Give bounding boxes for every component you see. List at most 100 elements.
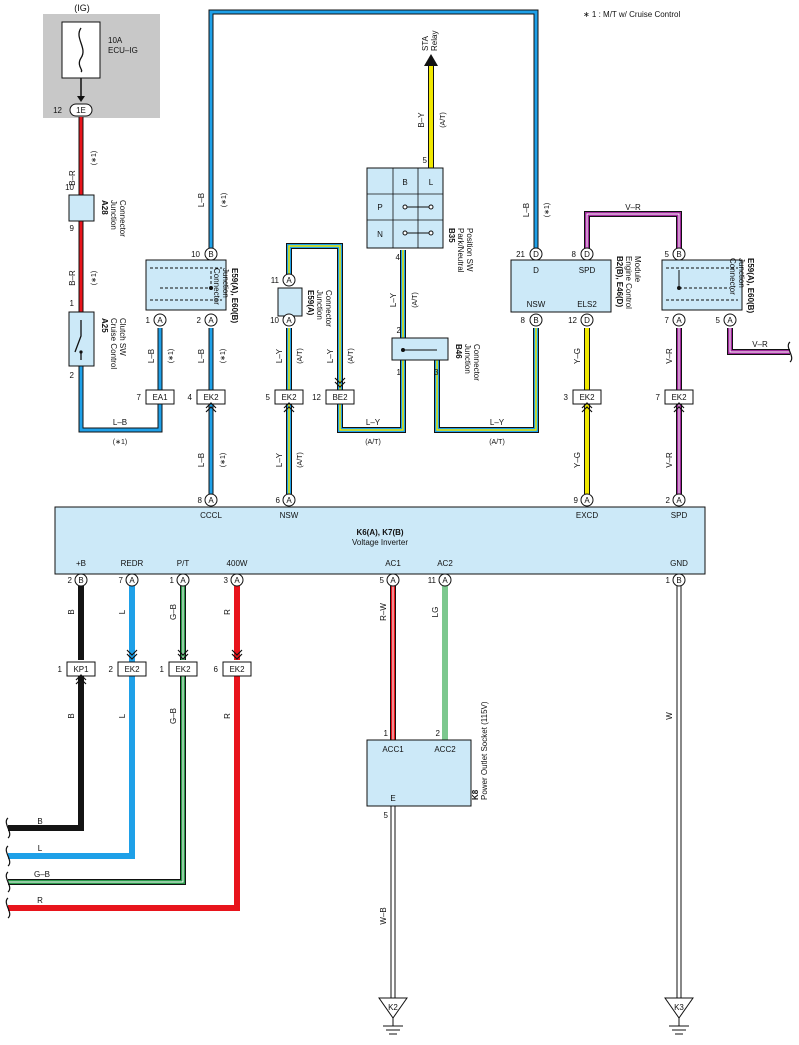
svg-text:L–Y: L–Y — [275, 348, 284, 363]
svg-text:A: A — [676, 316, 682, 325]
svg-text:6: 6 — [276, 496, 281, 505]
svg-text:B: B — [78, 576, 83, 585]
svg-text:Engine Control: Engine Control — [624, 256, 633, 309]
ig-label: (IG) — [74, 3, 90, 13]
svg-text:G–B: G–B — [169, 708, 178, 724]
svg-text:5: 5 — [266, 393, 271, 402]
svg-text:B: B — [533, 316, 538, 325]
svg-text:L–B: L–B — [197, 349, 206, 363]
svg-text:Park/Neutral: Park/Neutral — [456, 228, 465, 273]
svg-text:(A/T): (A/T) — [440, 112, 447, 128]
svg-text:P: P — [377, 203, 382, 212]
svg-text:2: 2 — [70, 371, 75, 380]
sta-relay-label: STA — [421, 35, 430, 51]
svg-text:10: 10 — [191, 250, 200, 259]
svg-text:A: A — [208, 316, 214, 325]
svg-text:A: A — [286, 276, 292, 285]
svg-text:2: 2 — [68, 576, 73, 585]
svg-text:A: A — [584, 496, 590, 505]
svg-text:A: A — [676, 496, 682, 505]
svg-text:V–R: V–R — [665, 452, 674, 468]
svg-text:3: 3 — [434, 368, 439, 377]
svg-text:9: 9 — [70, 224, 75, 233]
svg-text:L–B: L–B — [113, 418, 127, 427]
svg-text:2: 2 — [436, 729, 441, 738]
svg-text:2: 2 — [197, 316, 202, 325]
svg-text:EXCD: EXCD — [576, 511, 598, 520]
inline-connectors: EA1 7 EK2 4 EK2 5 BE2 12 EK2 3 EK2 7 — [137, 389, 694, 405]
svg-text:4: 4 — [188, 393, 193, 402]
wire-labels: B–R (∗1) B–R (∗1) L–B (∗1) L–B (∗1) L–B … — [67, 112, 674, 925]
svg-text:B–R: B–R — [68, 270, 77, 286]
svg-text:ELS2: ELS2 — [577, 300, 597, 309]
svg-text:D: D — [533, 250, 539, 259]
svg-text:D: D — [584, 316, 590, 325]
svg-text:L–Y: L–Y — [275, 452, 284, 467]
svg-text:GND: GND — [670, 559, 688, 568]
svg-text:B35: B35 — [447, 228, 456, 243]
svg-text:B: B — [676, 576, 681, 585]
svg-text:NSW: NSW — [527, 300, 546, 309]
svg-text:(A/T): (A/T) — [297, 348, 304, 364]
svg-text:11: 11 — [428, 576, 437, 585]
svg-text:(∗1): (∗1) — [168, 349, 175, 363]
svg-text:1: 1 — [70, 299, 75, 308]
svg-text:2: 2 — [109, 665, 114, 674]
svg-text:E59(A): E59(A) — [306, 290, 315, 316]
svg-text:B: B — [67, 713, 76, 718]
svg-text:B46: B46 — [454, 344, 463, 359]
svg-text:5: 5 — [665, 250, 670, 259]
svg-text:8: 8 — [572, 250, 577, 259]
svg-text:E59(A), E60(B): E59(A), E60(B) — [746, 258, 755, 313]
svg-text:(∗1): (∗1) — [221, 193, 228, 207]
svg-text:9: 9 — [574, 496, 579, 505]
svg-text:12: 12 — [312, 393, 321, 402]
svg-text:Connector: Connector — [472, 344, 481, 381]
svg-text:EK2: EK2 — [229, 665, 245, 674]
svg-text:Module: Module — [633, 256, 642, 283]
svg-text:B–R: B–R — [68, 170, 77, 186]
ig-connector-1e — [69, 103, 93, 117]
svg-text:1E: 1E — [76, 106, 86, 115]
svg-text:8: 8 — [198, 496, 203, 505]
svg-text:(∗1): (∗1) — [91, 271, 98, 285]
svg-text:A: A — [234, 576, 240, 585]
svg-text:EK2: EK2 — [281, 393, 297, 402]
svg-text:L: L — [429, 178, 434, 187]
svg-text:2: 2 — [397, 326, 402, 335]
svg-text:5: 5 — [423, 156, 428, 165]
svg-text:7: 7 — [119, 576, 124, 585]
svg-text:P/T: P/T — [177, 559, 190, 568]
svg-text:V–R: V–R — [752, 340, 768, 349]
svg-text:A: A — [286, 496, 292, 505]
svg-text:(A/T): (A/T) — [365, 439, 381, 446]
svg-text:B–Y: B–Y — [417, 112, 426, 128]
svg-text:A28: A28 — [100, 200, 109, 215]
ground-k2: K2 — [378, 997, 408, 1035]
svg-text:2: 2 — [666, 496, 671, 505]
svg-text:L–Y: L–Y — [389, 292, 398, 307]
svg-text:A: A — [157, 316, 163, 325]
svg-text:Y–G: Y–G — [573, 348, 582, 364]
svg-text:8: 8 — [521, 316, 526, 325]
svg-text:+B: +B — [76, 559, 86, 568]
svg-text:D: D — [584, 250, 590, 259]
svg-text:Relay: Relay — [430, 31, 439, 51]
svg-text:(∗1): (∗1) — [220, 453, 227, 467]
ground-k3: K3 — [664, 997, 694, 1035]
svg-text:1: 1 — [58, 665, 63, 674]
svg-text:5: 5 — [384, 811, 389, 820]
svg-text:ACC1: ACC1 — [382, 745, 404, 754]
svg-text:B2(B), E46(D): B2(B), E46(D) — [615, 256, 624, 307]
svg-text:1: 1 — [384, 729, 389, 738]
svg-text:R: R — [37, 896, 43, 905]
svg-text:L–Y: L–Y — [490, 418, 505, 427]
svg-text:B: B — [402, 178, 407, 187]
svg-text:Junction: Junction — [737, 258, 746, 288]
svg-text:Cruise Control: Cruise Control — [109, 318, 118, 369]
svg-text:D: D — [533, 266, 539, 275]
svg-text:L: L — [118, 609, 127, 614]
svg-text:6: 6 — [214, 665, 219, 674]
svg-text:K2: K2 — [388, 1003, 398, 1012]
